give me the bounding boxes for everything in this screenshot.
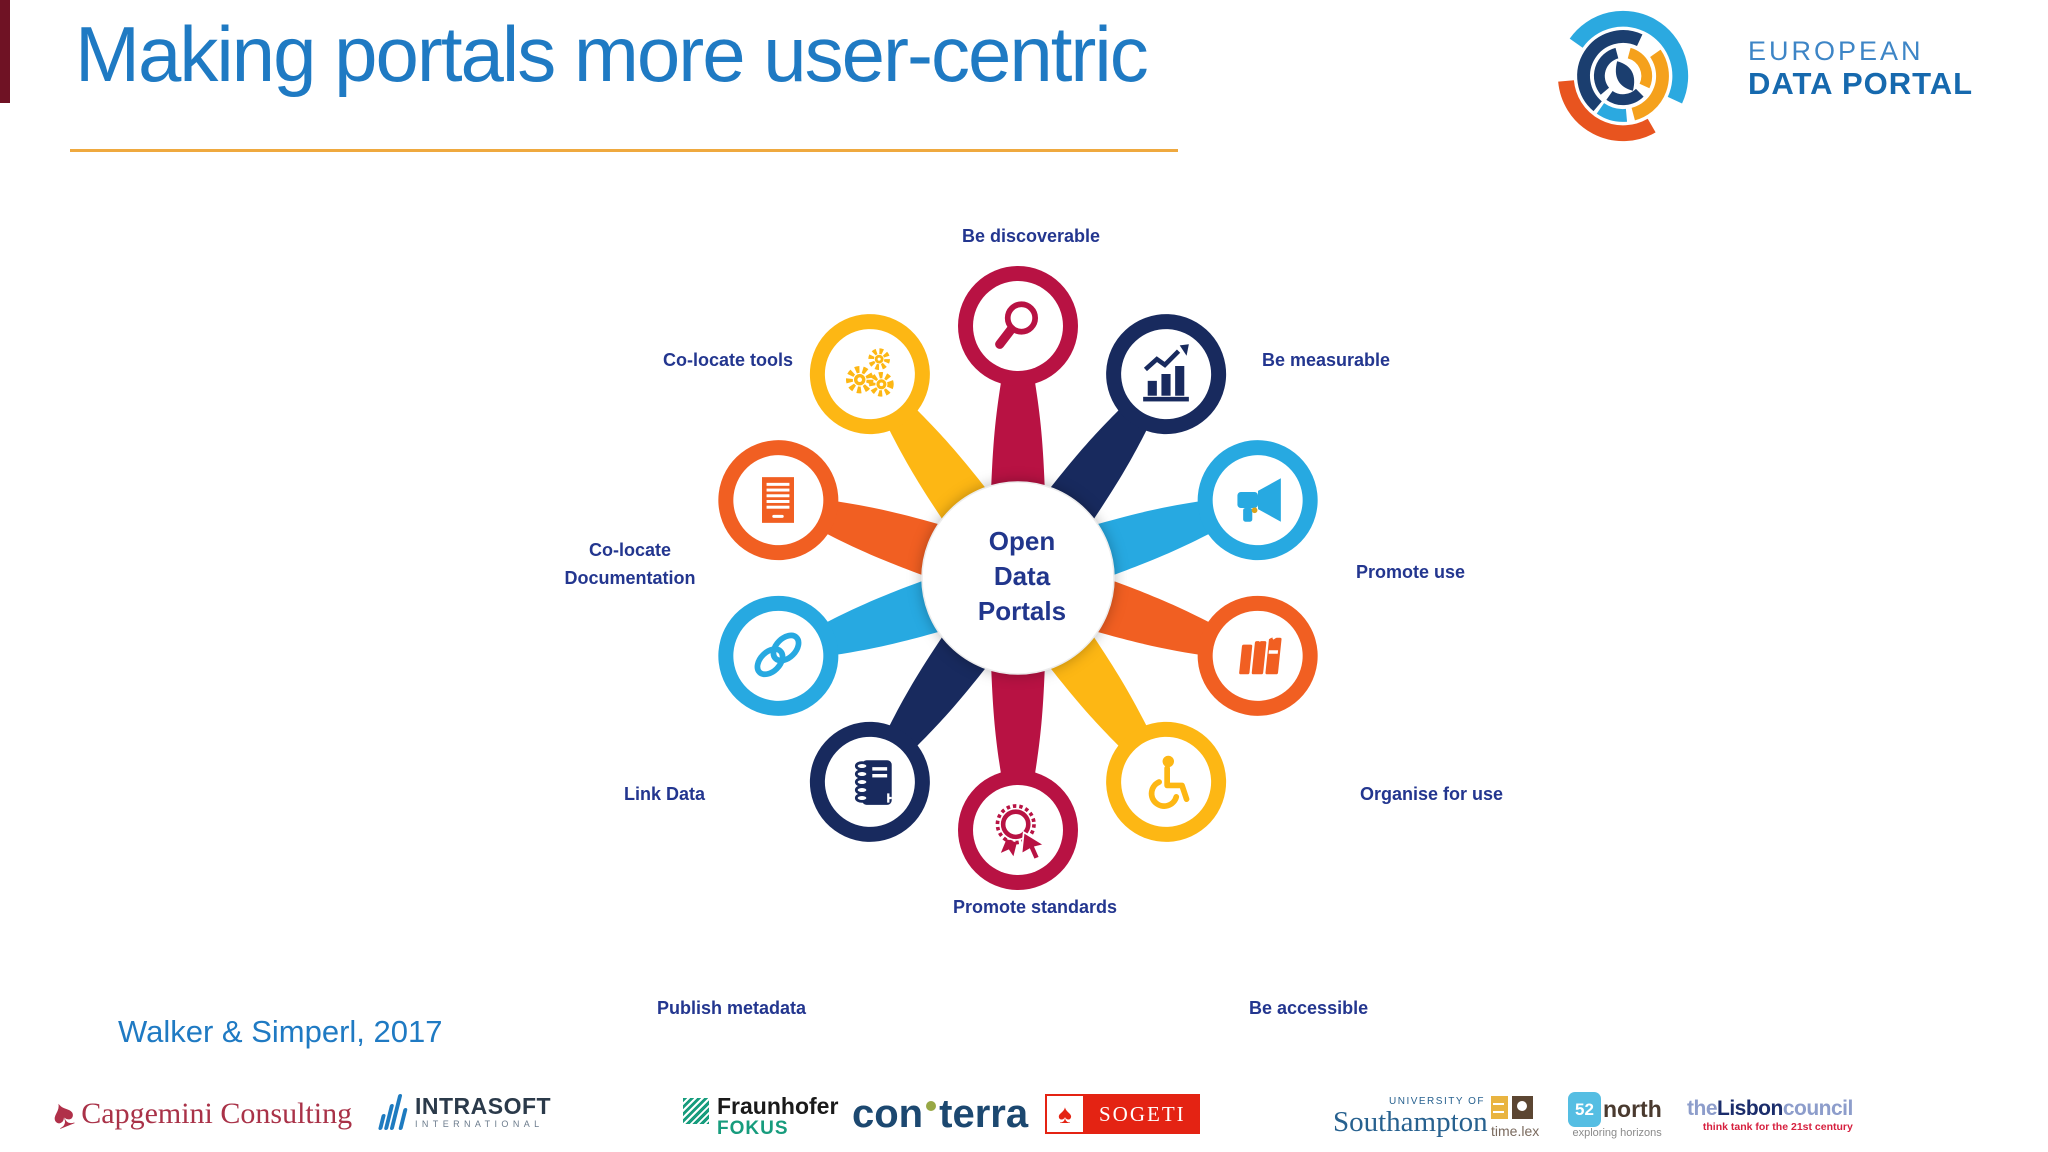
citation: Walker & Simperl, 2017 xyxy=(118,1014,443,1049)
52north-square-icon: 52 xyxy=(1568,1092,1601,1127)
edp-logo-line1: EUROPEAN xyxy=(1748,36,1924,66)
notebook-icon xyxy=(838,750,902,814)
petal-label-books: Organise for use xyxy=(1360,784,1504,804)
southampton-logo: UNIVERSITY OF Southampton xyxy=(1333,1096,1488,1137)
52north-tagline: exploring horizons xyxy=(1572,1127,1662,1139)
southampton-wordmark: Southampton xyxy=(1333,1106,1488,1138)
intrasoft-wordmark: INTRASOFT xyxy=(415,1093,552,1119)
edp-logo-line2: DATA PORTAL xyxy=(1748,66,1974,101)
52north-wordmark: north xyxy=(1603,1096,1662,1122)
magnifier-icon xyxy=(986,294,1050,358)
petal-label-magnifier: Be discoverable xyxy=(961,226,1101,246)
megaphone-icon xyxy=(1226,468,1290,532)
intrasoft-logo: INTRASOFT INTERNATIONAL xyxy=(378,1093,552,1130)
edp-swirl-icon xyxy=(1558,10,1689,142)
timelex-logo: time.lex xyxy=(1491,1096,1539,1139)
sogeti-wordmark: SOGETI xyxy=(1099,1101,1186,1126)
petal-award xyxy=(958,662,1078,890)
timelex-yellow-icon xyxy=(1491,1096,1508,1119)
lisbon-name: Lisbon xyxy=(1717,1097,1783,1120)
fraunhofer-logo: Fraunhofer FOKUS xyxy=(683,1094,838,1139)
petal-label-bar-chart: Be measurable xyxy=(1262,350,1391,370)
lisbon-the: the xyxy=(1687,1097,1718,1120)
intrasoft-bars-icon xyxy=(378,1094,408,1130)
timelex-wordmark: time.lex xyxy=(1491,1123,1540,1139)
capgemini-wordmark: Capgemini Consulting xyxy=(81,1097,353,1130)
title-divider xyxy=(70,149,1178,152)
link-icon xyxy=(746,624,810,688)
petal-magnifier xyxy=(958,266,1078,494)
lisbon-tagline: think tank for the 21st century xyxy=(1702,1121,1853,1133)
slide-edge-accent xyxy=(0,0,10,103)
timelex-brown-icon xyxy=(1512,1096,1533,1119)
southampton-top: UNIVERSITY OF xyxy=(1389,1096,1485,1107)
conterra-part2: terra xyxy=(939,1092,1029,1136)
petal-label-document: Co-locate Documentation xyxy=(564,540,696,588)
document-icon xyxy=(746,468,810,532)
capgemini-logo: ♠ Capgemini Consulting xyxy=(45,1090,353,1139)
petal-label-notebook: Publish metadata xyxy=(656,998,806,1018)
diagram-hub-circle xyxy=(921,481,1115,675)
petal-link xyxy=(718,578,947,716)
sogeti-spade-icon: ♠ xyxy=(1045,1094,1085,1134)
fraunhofer-mark-icon xyxy=(683,1097,709,1124)
petal-label-gears: Co-locate tools xyxy=(662,350,793,370)
gears-icon xyxy=(838,342,902,406)
lisbon-council: council xyxy=(1782,1097,1854,1120)
intrasoft-sub: INTERNATIONAL xyxy=(415,1119,544,1129)
fraunhofer-wordmark: Fraunhofer xyxy=(717,1093,839,1119)
fraunhofer-fokus: FOKUS xyxy=(717,1118,789,1139)
european-data-portal-logo: EUROPEAN DATA PORTAL xyxy=(1552,0,2048,150)
page-title: Making portals more user-centric xyxy=(75,10,1149,98)
petal-label-megaphone: Promote use xyxy=(1356,562,1466,582)
books-icon xyxy=(1226,624,1290,688)
petal-document xyxy=(718,440,947,578)
petal-label-wheelchair: Be accessible xyxy=(1249,998,1369,1018)
award-icon xyxy=(986,798,1050,862)
conterra-part1: con xyxy=(852,1092,924,1136)
conterra-logo: con terra xyxy=(852,1092,1028,1137)
wheelchair-icon xyxy=(1134,750,1198,814)
bar-chart-icon xyxy=(1134,342,1198,406)
sogeti-logo: ♠ SOGETI xyxy=(1045,1094,1200,1134)
petal-label-award: Promote standards xyxy=(952,897,1118,917)
52north-logo: 52 north exploring horizons xyxy=(1568,1092,1662,1139)
diagram-center-label: Open Data Portals xyxy=(977,526,1067,626)
capgemini-spade-icon: ♠ xyxy=(44,1089,81,1139)
conterra-dot-icon xyxy=(926,1100,937,1111)
petal-label-link: Link Data xyxy=(623,784,705,804)
lisbon-council-logo: theLisboncouncil think tank for the 21st… xyxy=(1687,1097,1854,1134)
